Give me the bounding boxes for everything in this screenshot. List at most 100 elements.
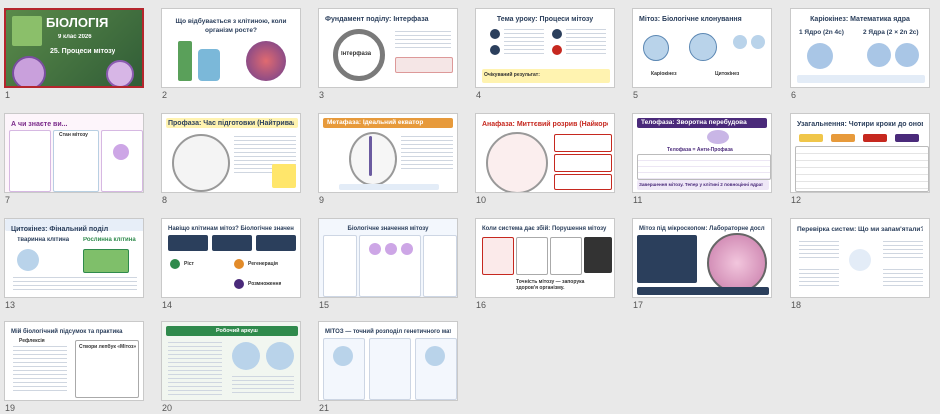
slide-5-title: Мітоз: Біологічне клонування [639, 16, 742, 23]
slide-15-preview: Біологічне значення мітозу [318, 218, 458, 298]
slide-number: 18 [791, 300, 802, 310]
slide-6-title: Каріокінез: Математика ядра [810, 16, 910, 23]
slide-7-label: Стан мітозу [59, 132, 88, 138]
slide-thumbnail-12[interactable]: Узагальнення: Чотири кроки до оновлення … [790, 113, 930, 205]
slide-number: 16 [476, 300, 487, 310]
slide-21-title: МІТОЗ — точний розподіл генетичного мате… [325, 329, 451, 335]
slide-number: 1 [5, 90, 11, 100]
slide-19-task: Створи лепбук «Мітоз» [79, 344, 137, 350]
slide-number: 21 [319, 403, 330, 413]
slide-5-label-a: Каріокінез [651, 71, 677, 77]
slide-thumbnail-19[interactable]: Мій біологічний підсумок та практика Реф… [4, 321, 144, 413]
slide-15-title: Біологічне значення мітозу [347, 226, 429, 232]
slide-thumbnail-3[interactable]: Фундамент поділу: Інтерфаза Інтерфаза 3 [318, 8, 458, 100]
slide-number: 14 [162, 300, 173, 310]
slide-21-preview: МІТОЗ — точний розподіл генетичного мате… [318, 321, 458, 401]
slide-number: 19 [5, 403, 16, 413]
slide-number: 11 [633, 195, 643, 205]
slide-1-title: БІОЛОГІЯ [46, 16, 109, 30]
slide-17-title: Мітоз під мікроскопом: Лабораторне дослі… [639, 226, 765, 232]
slide-thumbnail-16[interactable]: Коли система дає збій: Порушення мітозу … [475, 218, 615, 310]
slide-13-label-b: Рослинна клітина [83, 237, 136, 243]
slide-7-title: А чи знаєте ви... [11, 121, 68, 128]
slide-thumbnail-9[interactable]: Метафаза: Ідеальний екватор 9 [318, 113, 458, 205]
slide-20-preview: Робочий аркуш [161, 321, 301, 401]
slide-thumbnail-5[interactable]: Мітоз: Біологічне клонування Каріокінез … [632, 8, 772, 100]
slide-12-title: Узагальнення: Чотири кроки до оновлення [797, 121, 923, 128]
slide-14-title: Навіщо клітинам мітоз? Біологічне значен… [168, 226, 294, 232]
slide-thumbnail-15[interactable]: Біологічне значення мітозу 15 [318, 218, 458, 310]
slide-thumbnail-2[interactable]: Що відбувається з клітиною, коли організ… [161, 8, 301, 100]
slide-7-preview: А чи знаєте ви... Стан мітозу [4, 113, 144, 193]
slide-number: 20 [162, 403, 173, 413]
slide-thumbnail-18[interactable]: Перевірка систем: Що ми запам'ятали? 18 [790, 218, 930, 310]
slide-thumbnail-21[interactable]: МІТОЗ — точний розподіл генетичного мате… [318, 321, 458, 413]
slide-thumbnail-20[interactable]: Робочий аркуш 20 [161, 321, 301, 413]
slide-17-preview: Мітоз під мікроскопом: Лабораторне дослі… [632, 218, 772, 298]
slide-6-right: 2 Ядра (2 × 2n 2c) [863, 29, 919, 36]
slide-number: 13 [5, 300, 16, 310]
slide-thumbnail-17[interactable]: Мітоз під мікроскопом: Лабораторне дослі… [632, 218, 772, 310]
slide-number: 7 [5, 195, 11, 205]
slide-5-preview: Мітоз: Біологічне клонування Каріокінез … [632, 8, 772, 88]
slide-number: 3 [319, 90, 325, 100]
slide-number: 12 [791, 195, 802, 205]
slide-3-title: Фундамент поділу: Інтерфаза [325, 16, 429, 23]
slide-4-title: Тема уроку: Процеси мітозу [496, 16, 594, 23]
slide-thumbnail-10[interactable]: Анафаза: Миттєвий розрив (Найкоротша фаз… [475, 113, 615, 205]
slide-10-preview: Анафаза: Миттєвий розрив (Найкоротша фаз… [475, 113, 615, 193]
slide-11-preview: Телофаза: Зворотна перебудова Телофаза =… [632, 113, 772, 193]
slide-thumbnail-14[interactable]: Навіщо клітинам мітоз? Біологічне значен… [161, 218, 301, 310]
slide-11-subtitle: Телофаза = Анти-Профаза [667, 147, 733, 153]
slide-19-title: Мій біологічний підсумок та практика [11, 329, 123, 335]
slide-8-title: Профаза: Час підготовки (Найтриваліша фа… [168, 120, 294, 127]
slide-20-title: Робочий аркуш [216, 328, 258, 334]
slide-number: 9 [319, 195, 325, 205]
slide-19-label: Рефлексія [19, 338, 45, 344]
slide-thumbnail-13[interactable]: Цитокінез: Фінальний поділ Тваринна кліт… [4, 218, 144, 310]
slide-9-title: Метафаза: Ідеальний екватор [327, 119, 424, 126]
slide-5-label-b: Цитокінез [715, 71, 740, 77]
slide-thumbnail-6[interactable]: Каріокінез: Математика ядра 1 Ядро (2n 4… [790, 8, 930, 100]
slide-8-preview: Профаза: Час підготовки (Найтриваліша фа… [161, 113, 301, 193]
slide-thumbnail-7[interactable]: А чи знаєте ви... Стан мітозу 7 [4, 113, 144, 205]
slide-6-left: 1 Ядро (2n 4c) [799, 29, 844, 36]
slide-3-preview: Фундамент поділу: Інтерфаза Інтерфаза [318, 8, 458, 88]
slide-12-preview: Узагальнення: Чотири кроки до оновлення [790, 113, 930, 193]
slide-1-preview: БІОЛОГІЯ 9 клас 2026 25. Процеси мітозу [4, 8, 144, 88]
slide-number: 2 [162, 90, 168, 100]
slide-13-label-a: Тваринна клітина [17, 237, 70, 243]
slide-number: 17 [633, 300, 644, 310]
slide-18-title: Перевірка систем: Що ми запам'ятали? [797, 226, 923, 233]
slide-thumbnail-4[interactable]: Тема уроку: Процеси мітозу Очікуваний ре… [475, 8, 615, 100]
slide-11-conclusion: Завершення мітозу. Тепер у клітині 2 пов… [639, 182, 763, 187]
slide-2-title: Що відбувається з клітиною, коли організ… [175, 18, 287, 34]
slide-9-preview: Метафаза: Ідеальний екватор [318, 113, 458, 193]
slide-number: 5 [633, 90, 639, 100]
slide-14-label-a: Ріст [184, 261, 194, 267]
slide-13-preview: Цитокінез: Фінальний поділ Тваринна кліт… [4, 218, 144, 298]
slide-3-label: Інтерфаза [341, 51, 372, 57]
slide-14-preview: Навіщо клітинам мітоз? Біологічне значен… [161, 218, 301, 298]
slide-number: 4 [476, 90, 482, 100]
slide-14-label-c: Розмноження [248, 281, 282, 287]
slide-thumbnail-1[interactable]: БІОЛОГІЯ 9 клас 2026 25. Процеси мітозу … [4, 8, 144, 100]
slide-number: 8 [162, 195, 168, 205]
slide-19-preview: Мій біологічний підсумок та практика Реф… [4, 321, 144, 401]
slide-14-label-b: Регенерація [248, 261, 278, 267]
slide-16-title: Коли система дає збій: Порушення мітозу [482, 226, 607, 232]
slide-1-subtitle: 9 клас 2026 [58, 34, 92, 40]
slide-thumbnail-8[interactable]: Профаза: Час підготовки (Найтриваліша фа… [161, 113, 301, 205]
slide-1-topic: 25. Процеси мітозу [50, 48, 116, 55]
slide-11-title: Телофаза: Зворотна перебудова [641, 119, 747, 126]
slide-6-preview: Каріокінез: Математика ядра 1 Ядро (2n 4… [790, 8, 930, 88]
slide-16-note: Точність мітозу — запорука здоров'я орга… [516, 279, 585, 291]
slide-thumbnail-11[interactable]: Телофаза: Зворотна перебудова Телофаза =… [632, 113, 772, 205]
slide-18-preview: Перевірка систем: Що ми запам'ятали? [790, 218, 930, 298]
slide-2-preview: Що відбувається з клітиною, коли організ… [161, 8, 301, 88]
slide-number: 15 [319, 300, 330, 310]
slide-13-title: Цитокінез: Фінальний поділ [11, 226, 109, 233]
slide-4-preview: Тема уроку: Процеси мітозу Очікуваний ре… [475, 8, 615, 88]
slide-4-note: Очікуваний результат: [484, 72, 540, 78]
